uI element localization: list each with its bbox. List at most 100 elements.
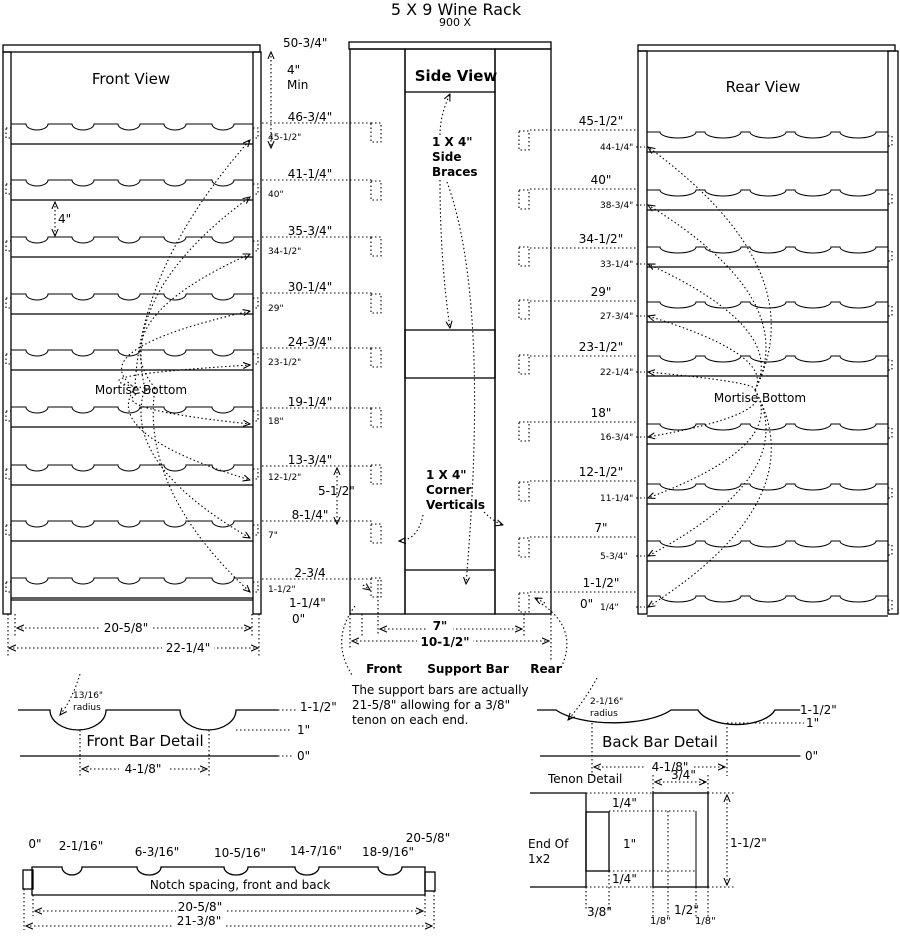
front-bar-h0: 0": [297, 749, 310, 763]
side-note-l2: 21-5/8" allowing for a 3/8": [352, 698, 510, 712]
side-front-slot-4: [370, 347, 382, 368]
front-view-label: Front View: [92, 70, 170, 88]
rear-small-4: 22-1/4": [600, 368, 633, 378]
side-front-slot-0: [370, 122, 382, 143]
front-bar-0-tenon-right: [252, 127, 259, 139]
front-mortise-arc-8: [152, 387, 250, 592]
rear-height-8: 1-1/2": [583, 576, 620, 590]
front-height-3: 30-1/4": [288, 280, 332, 294]
front-bottom0-label: 0": [292, 612, 305, 626]
front-bar-3-top: [11, 293, 253, 301]
front-bar-3-tenon-right: [252, 297, 259, 309]
front-bar-1-tenon-left: [5, 183, 12, 195]
front-mortise-arcs: [118, 140, 250, 592]
back-bar-width: 4-1/8": [652, 760, 689, 774]
front-mortise-label: Mortise Bottom: [95, 383, 187, 397]
rear-small-3: 27-3/4": [600, 312, 633, 322]
rear-bar-5-tenon: [887, 427, 893, 439]
front-mortise-arc-4: [118, 365, 250, 389]
side-support-label: Support Bar: [427, 662, 509, 676]
tenon-w34: 3/4": [671, 768, 696, 782]
front-bar-4-top: [11, 349, 253, 357]
front-gap-label: 5-1/2": [318, 484, 355, 498]
rear-bar-1-top: [647, 189, 888, 197]
front-bar-6-tenon-left: [5, 468, 12, 480]
page-title: 5 X 9 Wine Rack: [391, 0, 522, 19]
front-bar-8-tenon-left: [5, 581, 12, 593]
tenon-b18b: 1/8": [695, 916, 716, 927]
notch-mark-6: 20-5/8": [406, 831, 450, 845]
side-front-slot-2: [370, 236, 382, 257]
rear-height-3: 29": [591, 285, 612, 299]
front-bar-7-top: [11, 520, 253, 528]
front-small-0: 45-1/2": [268, 133, 301, 143]
rear-bottom0-label: 0": [580, 597, 593, 611]
rear-height-6: 12-1/2": [579, 465, 623, 479]
rear-bar-2-top: [647, 246, 888, 254]
front-bar-1-tenon-right: [252, 183, 259, 195]
tenon-end-2: 1x2: [528, 852, 550, 866]
front-bar-5-top: [11, 406, 253, 414]
front-small-8: 1-1/2": [268, 585, 296, 595]
front-bar-6-top: [11, 464, 253, 472]
front-bars: [5, 123, 259, 601]
front-width-inner: 20-5/8": [104, 621, 148, 635]
rear-small-8: 1/4": [600, 603, 619, 613]
front-bar-radius-2: radius: [73, 703, 101, 713]
page-subtitle: 900 X: [439, 16, 471, 29]
front-clear-label: 4": [287, 63, 300, 77]
front-mortise-arc-2: [139, 254, 250, 389]
tenon-height: 1-1/2": [730, 836, 767, 850]
tenon-detail: Tenon Detail 1-1/2" 3/4" End Of 1x2 1/4"…: [528, 768, 770, 927]
tenon-bottom-quarter: 1/4": [612, 872, 637, 886]
front-mortise-arc-0: [134, 140, 250, 389]
rear-bar-3-top: [647, 301, 888, 309]
front-bar-h1: 1": [297, 723, 310, 737]
rear-small-5: 16-3/4": [600, 433, 633, 443]
front-top-label: 50-3/4": [283, 36, 327, 50]
back-bar-h1: 1": [806, 716, 819, 730]
side-front-slot-6: [370, 464, 382, 485]
side-front-slot-1: [370, 180, 382, 201]
side-front-slot-3: [370, 293, 382, 314]
front-spacing-label: 4": [58, 212, 71, 226]
notch-marks: 0"2-1/16"6-3/16"10-5/16"14-7/16"18-9/16"…: [28, 831, 450, 860]
front-height-4: 24-3/4": [288, 335, 332, 349]
notch-mark-1: 2-1/16": [59, 839, 103, 853]
front-bottom1-label: 1-1/4": [289, 596, 326, 610]
side-rear-slot-1: [518, 189, 530, 210]
side-depth-inner: 7": [433, 619, 448, 633]
front-bar-8-top: [11, 577, 253, 585]
front-small-2: 34-1/2": [268, 247, 301, 257]
back-bar-detail: 4-1/8" Back Bar Detail 2-1/16" radius 1-…: [537, 677, 837, 776]
rear-bar-3-tenon: [887, 305, 893, 317]
back-bar-h15: 1-1/2": [800, 703, 837, 717]
rear-mortise-label: Mortise Bottom: [714, 391, 806, 405]
front-bar-radius-1: 13/16": [73, 691, 103, 701]
side-rear-slot-4: [518, 354, 530, 375]
front-bar-width: 4-1/8": [125, 762, 162, 776]
front-height-5: 19-1/4": [288, 395, 332, 409]
tenon-b12: 1/2": [674, 903, 699, 917]
side-verticals-l3: Verticals: [426, 498, 485, 512]
rear-height-2: 34-1/2": [579, 232, 623, 246]
side-front-slot-8: [370, 577, 382, 598]
front-bar-6-tenon-right: [252, 468, 259, 480]
front-bar-2-tenon-left: [5, 240, 12, 252]
side-rear-slot-8: [518, 592, 530, 613]
side-rear-slot-0: [518, 130, 530, 151]
rear-bar-4-top: [647, 355, 888, 363]
rear-mortise-arc-7: [648, 389, 767, 556]
front-small-5: 18": [268, 417, 284, 427]
front-bar-5-tenon-right: [252, 410, 259, 422]
front-bar-0-top: [11, 123, 253, 131]
rear-bars: [647, 131, 893, 617]
rear-small-7: 5-3/4": [600, 552, 628, 562]
back-bar-radius-1: 2-1/16": [590, 697, 623, 707]
rear-bar-6-tenon: [887, 487, 893, 499]
front-height-7: 8-1/4": [292, 508, 329, 522]
tenon-label: Tenon Detail: [547, 772, 622, 786]
rear-bar-4-tenon: [887, 359, 893, 371]
front-bar-detail: 4-1/8" Front Bar Detail 13/16" radius 1-…: [18, 673, 337, 776]
